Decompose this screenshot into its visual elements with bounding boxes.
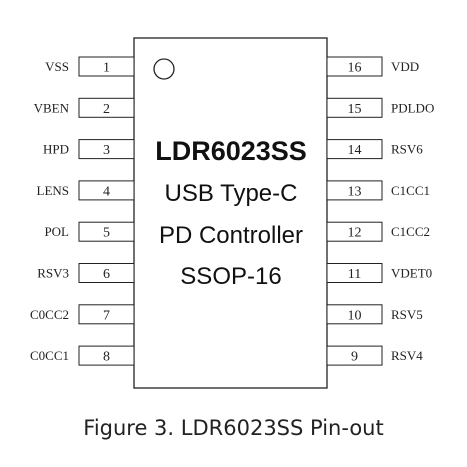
pin-name-11: VDET0: [391, 266, 432, 281]
pin-number-11: 11: [348, 267, 361, 282]
pin-name-16: VDD: [391, 59, 419, 74]
pin-box-10: [326, 304, 383, 325]
pin-name-6: RSV3: [37, 266, 69, 281]
pin-number-16: 16: [348, 61, 362, 76]
pin-box-3: [78, 139, 135, 160]
pin-number-12: 12: [348, 226, 362, 241]
pin-number-15: 15: [348, 102, 362, 117]
pinout-diagram: LDR6023SS USB Type-C PD Controller SSOP-…: [30, 37, 434, 389]
chip-description-line1: USB Type-C: [165, 180, 298, 207]
pin-box-5: [78, 221, 135, 242]
chip-package: SSOP-16: [180, 263, 281, 290]
chip-part-number: LDR6023SS: [155, 136, 307, 166]
pin-name-4: LENS: [37, 183, 70, 198]
pin-name-15: PDLDO: [391, 100, 434, 115]
pin-name-3: HPD: [43, 142, 69, 157]
pin-box-9: [326, 345, 383, 366]
pin-name-8: C0CC1: [30, 348, 69, 363]
pin-box-1: [78, 56, 135, 77]
right-pins: 16 VDD 15 PDLDO 14 RSV6 13 C1CC1 12 C1CC2 11 VDET0 1…: [326, 56, 434, 366]
pin-box-4: [78, 180, 135, 201]
pin-box-11: [326, 263, 383, 283]
pin-name-9: RSV4: [391, 348, 423, 363]
pin-box-12: [326, 221, 383, 242]
left-pins: 1 VSS 2 VBEN 3 HPD 4 LENS 5 POL 6 RSV3 7 C0CC2 8 C0CC1: [30, 56, 135, 366]
chip-description-line2: PD Controller: [159, 222, 303, 249]
pin-box-14: [326, 139, 383, 160]
pin-name-5: POL: [44, 224, 69, 239]
pin-name-14: RSV6: [391, 142, 423, 157]
pin-name-12: C1CC2: [391, 224, 430, 239]
pin-number-9: 9: [351, 350, 358, 365]
chip-body: [133, 37, 328, 389]
pin-name-1: VSS: [45, 59, 69, 74]
pin-number-3: 3: [103, 143, 110, 158]
pin-box-16: [326, 56, 383, 77]
pin-number-2: 2: [103, 102, 110, 117]
pin-number-14: 14: [348, 143, 362, 158]
pin-number-8: 8: [103, 350, 110, 365]
pin-name-7: C0CC2: [30, 307, 69, 322]
pin-box-2: [78, 97, 135, 118]
pin-number-10: 10: [348, 308, 362, 323]
pin-name-13: C1CC1: [391, 183, 430, 198]
pin-number-5: 5: [103, 226, 110, 241]
pin-number-1: 1: [103, 61, 110, 76]
figure-caption: Figure 3. LDR6023SS Pin-out: [83, 416, 384, 440]
pin1-marker-icon: [153, 58, 175, 80]
pin-box-7: [78, 304, 135, 325]
pin-number-7: 7: [103, 308, 110, 323]
pin-number-4: 4: [103, 184, 110, 199]
pin-box-8: [78, 345, 135, 366]
pin-box-13: [326, 180, 383, 201]
pin-name-10: RSV5: [391, 307, 423, 322]
pin-name-2: VBEN: [34, 100, 70, 115]
pin-number-6: 6: [103, 267, 110, 282]
pin-box-15: [326, 97, 383, 118]
pin-number-13: 13: [348, 184, 362, 199]
pin-box-6: [78, 263, 135, 283]
